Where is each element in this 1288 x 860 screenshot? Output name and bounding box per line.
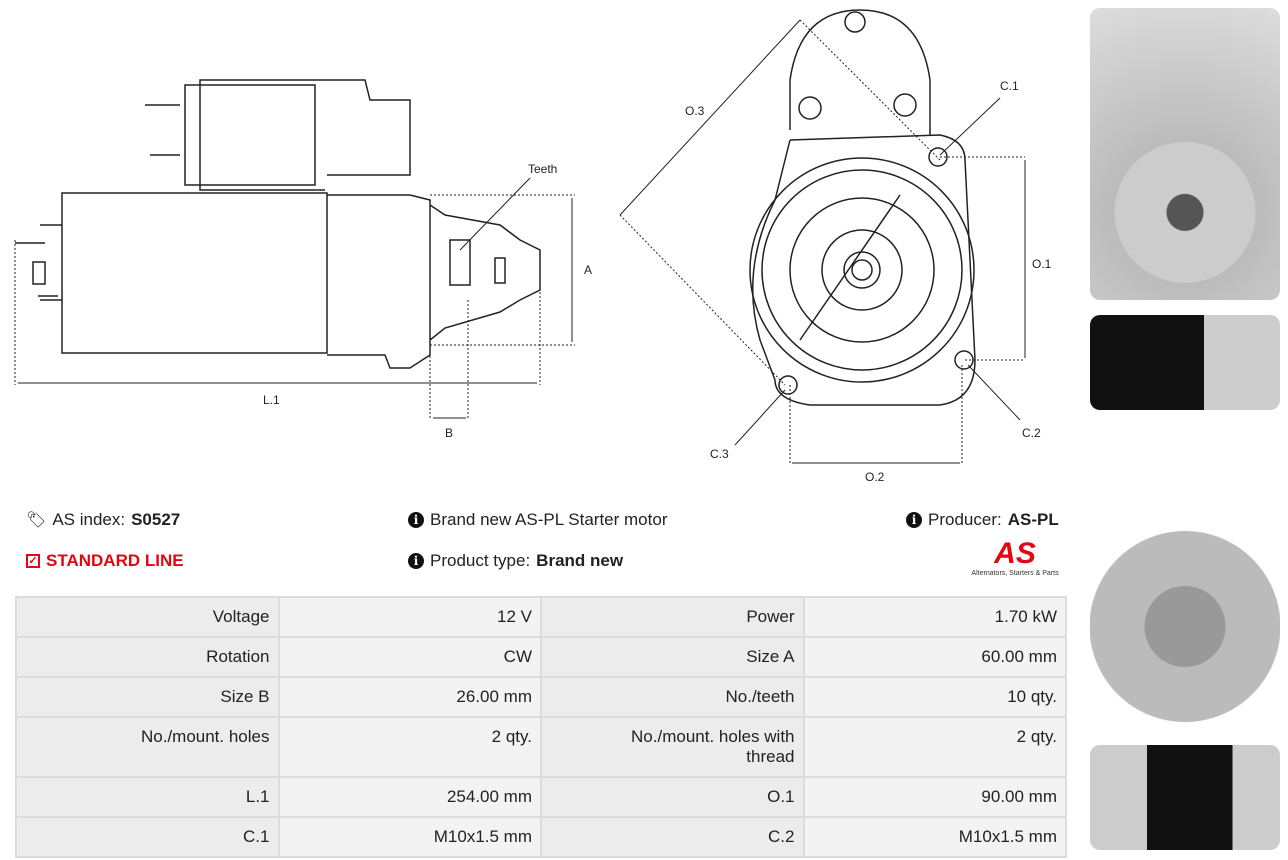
spec-value: 12 V	[279, 598, 540, 636]
spec-value: 2 qty.	[804, 718, 1065, 776]
product-photo-angle[interactable]	[1090, 745, 1280, 850]
spec-value: 10 qty.	[804, 678, 1065, 716]
product-type-label: Product type:	[430, 551, 531, 570]
product-photo-rear[interactable]	[1090, 425, 1280, 735]
spec-value: 60.00 mm	[804, 638, 1065, 676]
spec-value: 2 qty.	[279, 718, 540, 776]
as-index-value: S0527	[131, 510, 181, 529]
description-text: Brand new AS-PL Starter motor	[430, 510, 668, 529]
label-l1: L.1	[263, 393, 280, 407]
spec-label: Rotation	[17, 638, 278, 676]
spec-label: L.1	[17, 778, 278, 816]
side-view-diagram: Teeth A B L.1	[14, 79, 592, 440]
label-a: A	[584, 263, 592, 277]
label-o1: O.1	[1032, 257, 1052, 271]
product-photo-side[interactable]	[1090, 315, 1280, 410]
spec-value: CW	[279, 638, 540, 676]
info-icon: i	[408, 553, 424, 569]
spec-label: Voltage	[17, 598, 278, 636]
spec-label: O.1	[542, 778, 803, 816]
as-pl-logo: AS Alternators, Starters & Parts	[960, 538, 1070, 577]
spec-value: 254.00 mm	[279, 778, 540, 816]
spec-label: C.2	[542, 818, 803, 856]
producer-value: AS-PL	[1007, 510, 1059, 529]
label-b: B	[445, 426, 453, 440]
spec-value: 1.70 kW	[804, 598, 1065, 636]
label-o3: O.3	[685, 104, 705, 118]
info-icon: i	[408, 512, 424, 528]
checkbox-icon: ✓	[26, 554, 40, 568]
spec-label: No./teeth	[542, 678, 803, 716]
label-o2: O.2	[865, 470, 885, 484]
standard-line-label: STANDARD LINE	[46, 551, 184, 570]
logo-mark: AS	[960, 538, 1070, 570]
spec-value: 26.00 mm	[279, 678, 540, 716]
as-index: 🏷 AS index: S0527	[26, 510, 180, 530]
front-view-diagram: O.3 C.1 O.1 C.2 C.3 O.2	[619, 9, 1052, 484]
spec-label: No./mount. holes	[17, 718, 278, 776]
description: i Brand new AS-PL Starter motor	[408, 510, 667, 530]
product-type-value: Brand new	[536, 551, 624, 570]
product-photo-front[interactable]	[1090, 8, 1280, 300]
spec-label: No./mount. holes with thread	[542, 718, 803, 776]
label-c2: C.2	[1022, 426, 1041, 440]
label-teeth: Teeth	[528, 162, 557, 176]
logo-tagline: Alternators, Starters & Parts	[971, 570, 1059, 577]
spec-label: Size A	[542, 638, 803, 676]
label-c1: C.1	[1000, 79, 1019, 93]
spec-label: C.1	[17, 818, 278, 856]
product-type: i Product type: Brand new	[408, 551, 623, 571]
spec-value: M10x1.5 mm	[804, 818, 1065, 856]
motor-body	[61, 192, 328, 354]
spec-value: M10x1.5 mm	[279, 818, 540, 856]
label-c3: C.3	[710, 447, 729, 461]
spec-label: Size B	[17, 678, 278, 716]
as-index-label: AS index:	[52, 510, 126, 529]
spec-value: 90.00 mm	[804, 778, 1065, 816]
info-icon: i	[906, 512, 922, 528]
tags-icon: 🏷	[26, 512, 47, 529]
producer-label: Producer:	[928, 510, 1002, 529]
producer: i Producer: AS-PL	[906, 510, 1059, 530]
spec-label: Power	[542, 598, 803, 636]
standard-line-badge: ✓ STANDARD LINE	[26, 551, 184, 571]
